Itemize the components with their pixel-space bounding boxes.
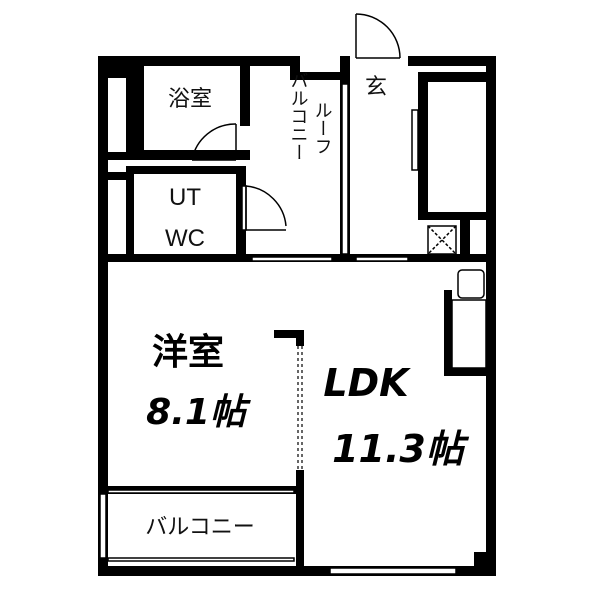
sliding-door [297,346,303,470]
stove-counter [451,299,487,369]
ldk-name: LDK [323,361,411,405]
windows [99,83,457,575]
western-room-size: 8.1帖 [146,392,252,433]
roof-balcony-label: ルーフ バルコニー [288,71,333,161]
balcony-label: バルコニー [145,515,255,540]
ldk-size: 11.3帖 [332,427,470,471]
roof-balcony-line-2: バルコニー [288,71,309,161]
door-swings [191,13,401,231]
fridge-icon [457,269,485,299]
bath-label: 浴室 [168,87,212,112]
western-room-name: 洋室 [152,332,224,373]
entrance-label: 玄 [365,75,387,100]
wc-label: WC [165,225,205,252]
roof-balcony-line-1: ルーフ [312,101,333,155]
kitchen-fixtures [427,225,487,369]
ut-label: UT [169,184,201,211]
